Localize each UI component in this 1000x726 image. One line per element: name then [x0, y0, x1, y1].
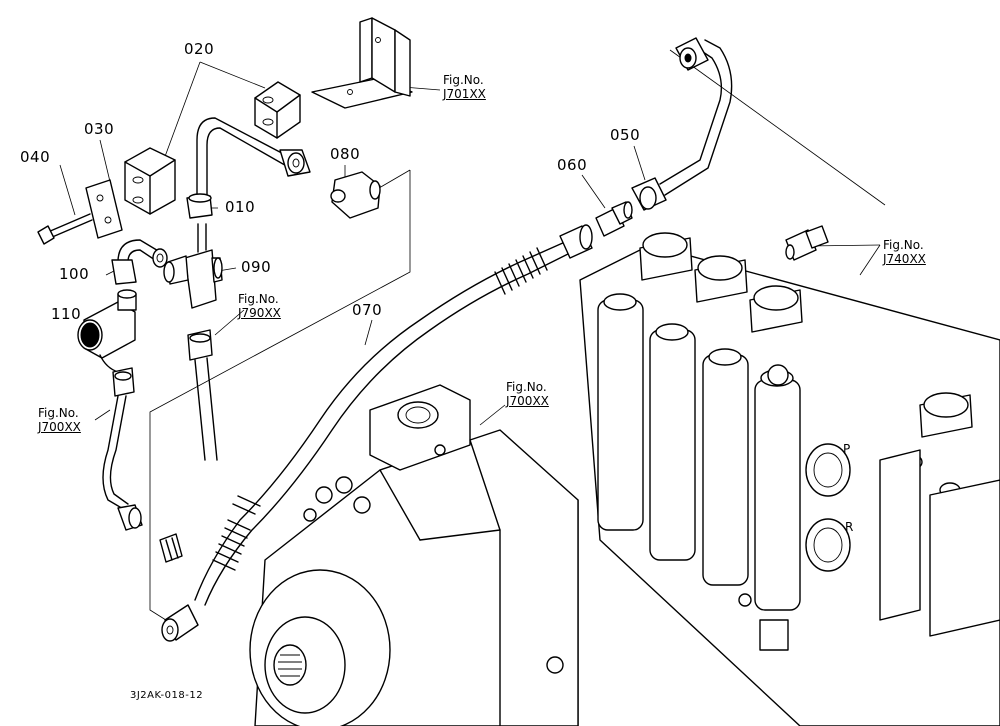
fig-ref-code: J790XX [238, 306, 281, 320]
fig-ref-code: J700XX [38, 420, 81, 434]
elbow-080 [330, 171, 381, 219]
fig-ref-J790XX: Fig.No. J790XX [238, 292, 281, 320]
plate-030 [85, 179, 123, 239]
part-label-090: 090 [241, 258, 272, 276]
clamp-block-020 [254, 81, 301, 139]
center-pipe [187, 329, 218, 461]
pipe-050 [631, 37, 733, 211]
part-label-040: 040 [20, 148, 51, 166]
fig-ref-J700XX-center: Fig.No. J700XX [506, 380, 549, 408]
bolt-040 [37, 213, 93, 245]
fig-ref-J700XX-left: Fig.No. J700XX [38, 406, 81, 434]
pipe-010 [186, 117, 311, 219]
lower-left-pipe [102, 367, 143, 531]
fig-ref-prefix: Fig.No. [506, 380, 547, 394]
fig-ref-prefix: Fig.No. [38, 406, 79, 420]
part-label-010: 010 [225, 198, 256, 216]
clamp-block-030 [124, 147, 176, 215]
bracket-part [311, 17, 413, 109]
adapter-060 [595, 201, 633, 237]
fitting-small [159, 533, 183, 563]
fig-ref-code: J701XX [443, 87, 486, 101]
fig-ref-J740XX: Fig.No. J740XX [883, 238, 926, 266]
drawing-id: 3J2AK-018-12 [130, 690, 204, 701]
part-label-050: 050 [610, 126, 641, 144]
coupler-110 [77, 289, 137, 373]
port-label-r: R [845, 520, 854, 534]
part-label-080: 080 [330, 145, 361, 163]
part-label-030: 030 [84, 120, 115, 138]
elbow-100 [111, 239, 168, 285]
fig-ref-prefix: Fig.No. [443, 73, 484, 87]
part-label-100: 100 [59, 265, 90, 283]
fig-ref-prefix: Fig.No. [238, 292, 279, 306]
hydraulic-pump [249, 384, 579, 726]
control-valve [579, 232, 1000, 726]
fig-ref-code: J740XX [883, 252, 926, 266]
valve-fitting [785, 225, 829, 261]
part-label-110: 110 [51, 305, 82, 323]
part-label-070: 070 [352, 301, 383, 319]
fig-ref-prefix: Fig.No. [883, 238, 924, 252]
fig-ref-code: J700XX [506, 394, 549, 408]
fig-ref-J701XX: Fig.No. J701XX [443, 73, 486, 101]
tee-090 [163, 223, 223, 309]
hose-070 [161, 224, 593, 642]
part-label-060: 060 [557, 156, 588, 174]
part-label-020: 020 [184, 40, 215, 58]
port-label-p: P [843, 442, 851, 456]
